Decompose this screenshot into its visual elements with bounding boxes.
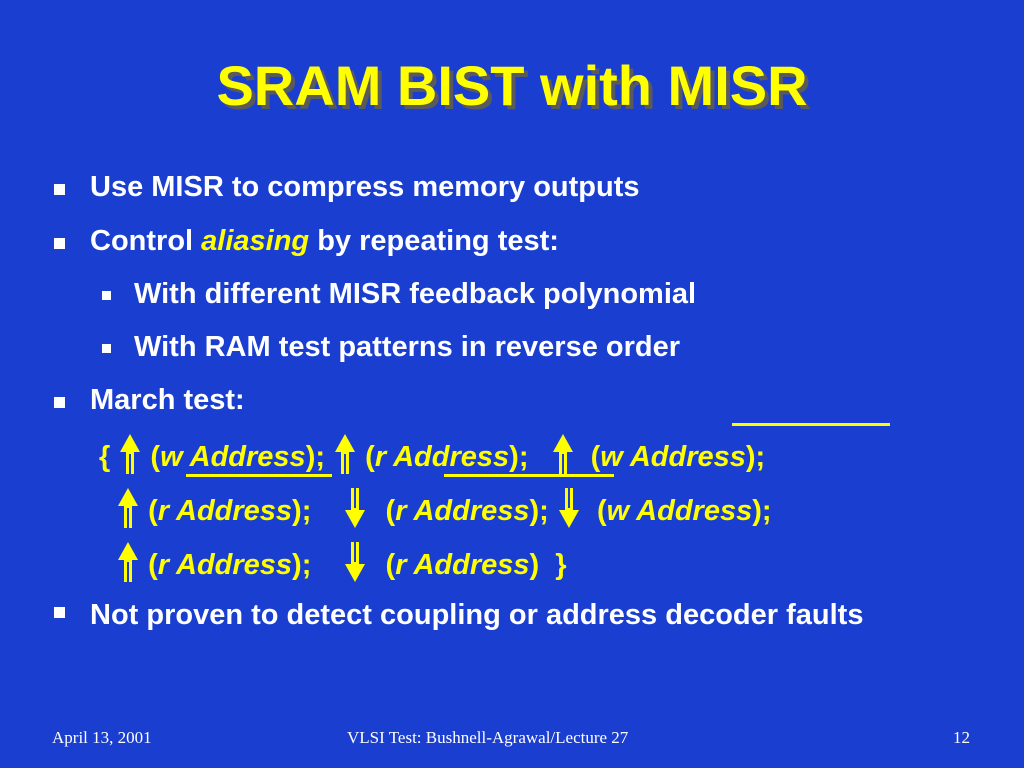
paren-close: ) — [305, 440, 316, 473]
paren-open: ( — [385, 548, 396, 581]
paren-close: ) — [529, 494, 540, 527]
down-arrow-icon — [557, 486, 581, 536]
footer-course: VLSI Test: Bushnell-Agrawal/Lecture 27 — [347, 728, 629, 747]
sub-bullet-2-text: With RAM test patterns in reverse order — [134, 331, 681, 363]
bullet-2: Control aliasing by repeating test: — [54, 225, 559, 257]
underline-bar — [444, 474, 614, 477]
paren-close: ) — [529, 548, 540, 581]
slide-title: SRAM BIST with MISR — [216, 54, 808, 117]
sub-bullet-2: With RAM test patterns in reverse order — [102, 331, 681, 363]
down-arrow-icon — [343, 540, 367, 590]
bullet-square-icon — [54, 607, 65, 618]
bullet-square-icon — [54, 397, 65, 408]
march-r-address: r Address — [157, 548, 293, 581]
up-arrow-icon — [116, 486, 140, 536]
separator: ; — [315, 440, 326, 473]
march-line-3: (r Address); (r Address) } — [116, 540, 567, 590]
bullet-square-icon — [54, 184, 65, 195]
bullet-2-emphasis: aliasing — [201, 225, 310, 257]
sub-bullet-square-icon — [102, 291, 111, 300]
paren-open: ( — [365, 440, 375, 473]
paren-close: ) — [292, 548, 302, 581]
paren-open: ( — [150, 440, 161, 473]
up-arrow-icon — [333, 432, 357, 482]
footer-date: April 13, 2001 — [52, 728, 152, 747]
paren-close: ) — [509, 440, 519, 473]
paren-close: ) — [745, 440, 756, 473]
separator: ; — [301, 494, 312, 527]
march-w-address: w Address — [160, 440, 306, 473]
march-r-address: r Address — [157, 494, 293, 527]
open-brace: { — [99, 440, 111, 473]
up-arrow-icon — [116, 540, 140, 590]
paren-open: ( — [148, 494, 158, 527]
paren-open: ( — [590, 440, 601, 473]
separator: ; — [761, 494, 772, 527]
paren-open: ( — [596, 494, 607, 527]
bullet-3: March test: — [54, 384, 245, 416]
march-r-address: r Address — [395, 494, 530, 527]
bullet-3-text: March test: — [90, 384, 245, 416]
march-w-address: w Address — [600, 440, 746, 473]
march-r-address: r Address — [374, 440, 510, 473]
bullet-1-text: Use MISR to compress memory outputs — [90, 171, 640, 203]
footer-page-number: 12 — [953, 728, 970, 747]
march-line-1: { (w Address); (r Address); (w Address); — [99, 432, 765, 482]
bullet-2-pre: Control — [90, 225, 202, 257]
march-line-2: (r Address); (r Address); (w Address); — [116, 486, 772, 536]
separator: ; — [755, 440, 766, 473]
bullet-4-text: Not proven to detect coupling or address… — [90, 599, 864, 631]
march-r-address: r Address — [395, 548, 530, 581]
down-arrow-icon — [343, 486, 367, 536]
bullet-square-icon — [54, 238, 65, 249]
bullet-1: Use MISR to compress memory outputs — [54, 171, 640, 203]
close-brace: } — [555, 548, 567, 581]
underline-bar — [186, 474, 332, 477]
paren-open: ( — [148, 548, 158, 581]
sub-bullet-1: With different MISR feedback polynomial — [102, 278, 697, 310]
separator: ; — [539, 494, 549, 527]
up-arrow-icon — [118, 432, 142, 482]
up-arrow-icon — [551, 432, 575, 482]
paren-close: ) — [752, 494, 762, 527]
sub-bullet-1-text: With different MISR feedback polynomial — [134, 278, 697, 310]
march-w-address: w Address — [606, 494, 753, 527]
sub-bullet-square-icon — [102, 344, 111, 353]
paren-open: ( — [385, 494, 396, 527]
separator: ; — [301, 548, 312, 581]
separator: ; — [518, 440, 529, 473]
bullet-4: Not proven to detect coupling or address… — [54, 596, 890, 634]
paren-close: ) — [292, 494, 302, 527]
overline-bar — [732, 423, 890, 426]
bullet-2-post: by repeating test: — [309, 225, 559, 257]
